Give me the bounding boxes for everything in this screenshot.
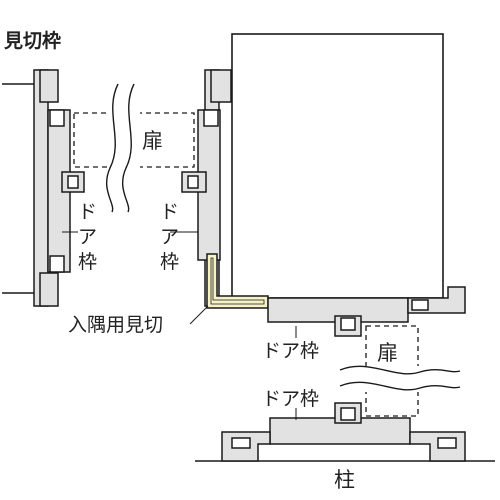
- door-label-lower: 扉: [377, 341, 398, 365]
- lower-right-trim-inner: [411, 299, 429, 311]
- lower-frame-label-1: ドア枠: [262, 340, 319, 362]
- left-frame-assembly: [2, 69, 85, 307]
- middle-frame-stop-inner: [187, 175, 199, 189]
- lower-frame-label-2: ドア枠: [262, 388, 319, 410]
- left-frame-clip-top: [49, 109, 65, 127]
- leader-lines: [62, 231, 297, 420]
- upper-door-break-line-2: [121, 83, 135, 213]
- middle-frame-assembly: [181, 69, 232, 307]
- middle-frame-label-char-3: 枠: [160, 251, 179, 273]
- lower-door-break-line-2: [339, 381, 461, 391]
- bottom-frame-assembly: [195, 402, 495, 462]
- corner-trim-inner: [210, 257, 265, 305]
- lower-door-break-line-1: [339, 365, 461, 375]
- left-trim-cap-bottom: [39, 272, 59, 307]
- upper-door-outline: [73, 83, 195, 213]
- lower-door-outline: [339, 325, 461, 417]
- bottom-right-trim-inner: [437, 437, 457, 449]
- left-frame-clip-bottom: [49, 255, 65, 273]
- middle-frame-label-char-2: ア: [160, 226, 179, 248]
- corner-trim: [206, 253, 269, 309]
- left-trim-cap-top: [39, 69, 59, 103]
- lower-right-frame-assembly: [267, 286, 466, 337]
- leader-corner-trim: [189, 305, 209, 325]
- left-frame-label-char-1: ド: [78, 201, 97, 223]
- left-frame-label-char-3: 枠: [78, 251, 97, 273]
- left-frame-label-char-2: ア: [78, 226, 97, 248]
- corner-trim-label: 入隅用見切: [68, 314, 163, 336]
- upper-door-break-line-1: [105, 83, 119, 213]
- middle-frame-clip-top: [203, 109, 219, 127]
- lower-right-frame-stop-inner: [340, 317, 356, 331]
- middle-trim-cap-top: [210, 69, 232, 103]
- pillar-label: 柱: [334, 468, 355, 492]
- left-trim-strip: [33, 69, 49, 307]
- bottom-frame-stop-inner: [340, 407, 356, 421]
- bottom-left-trim-inner: [231, 437, 251, 449]
- middle-frame-label-char-1: ド: [160, 201, 179, 223]
- door-label-upper: 扉: [142, 129, 163, 153]
- left-frame-stop-inner: [67, 175, 79, 189]
- door-panel: [231, 33, 444, 299]
- title-label: 見切枠: [4, 29, 61, 52]
